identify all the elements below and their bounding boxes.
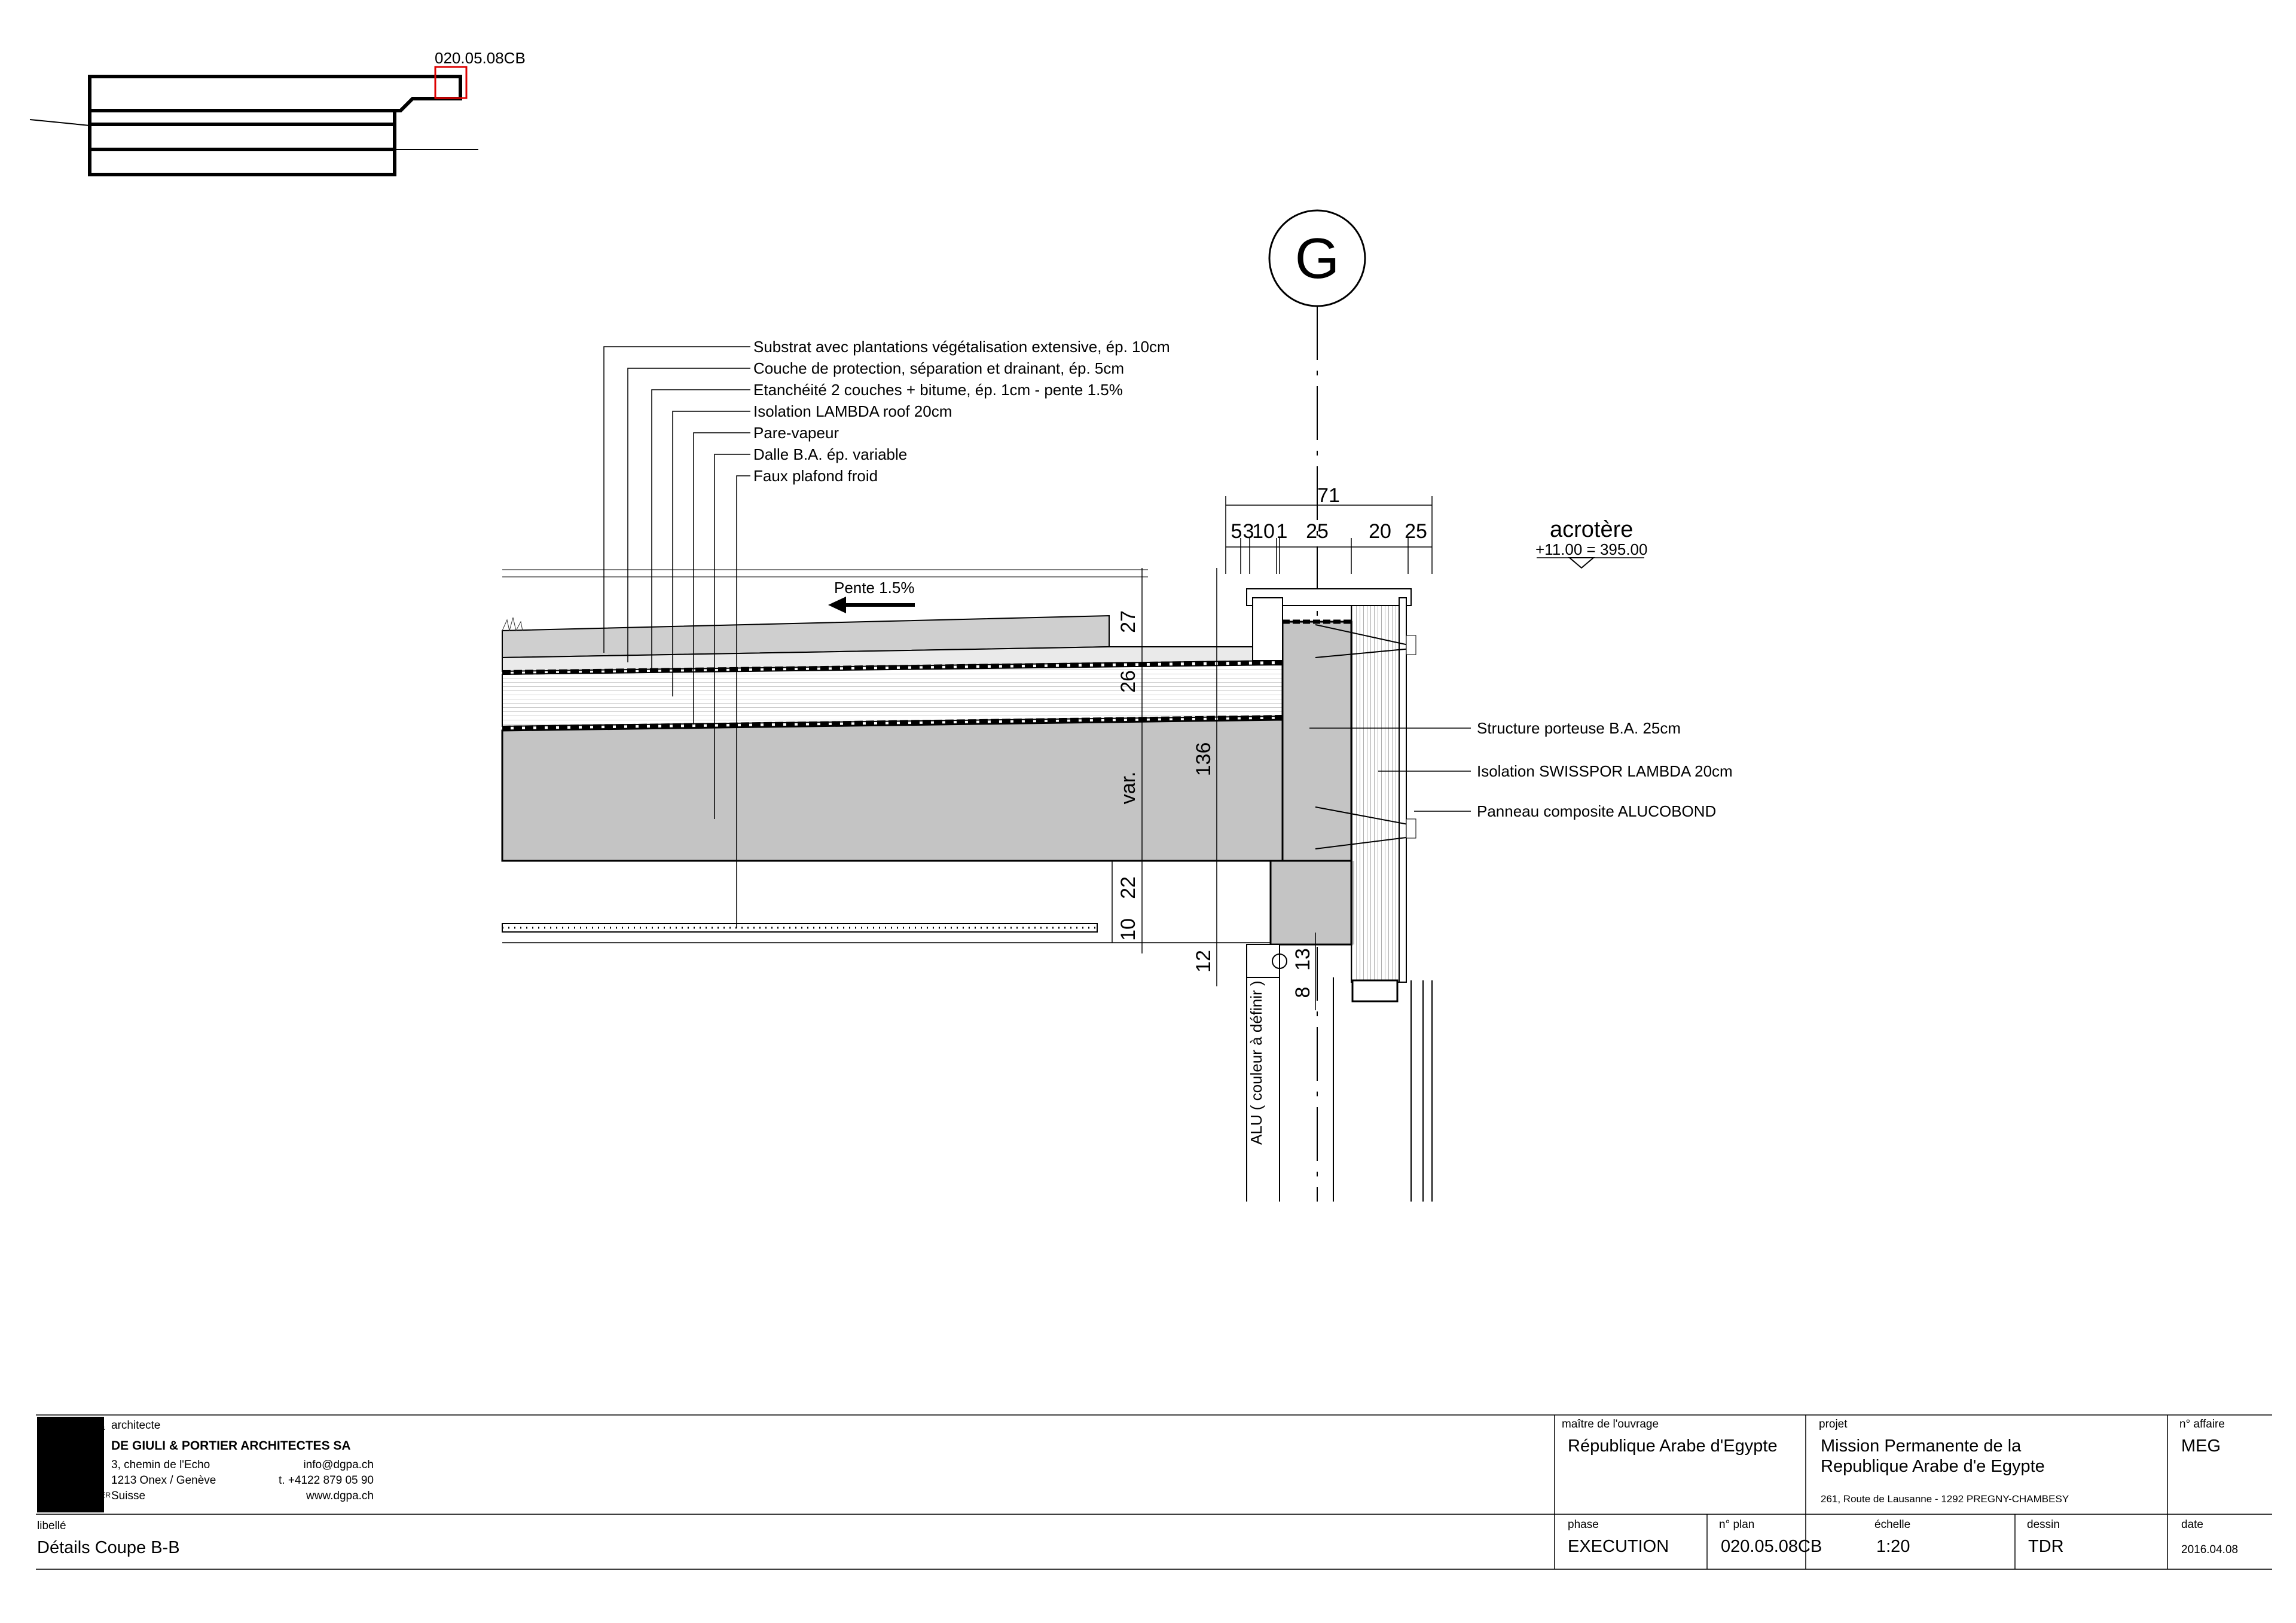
logo-small: dGPa xyxy=(79,1421,105,1432)
phase-label: phase xyxy=(1568,1518,1599,1531)
dimension-texts-vertical: 27 26 var. 22 10 136 12 13 8 xyxy=(1117,610,1314,998)
phase-value: EXECUTION xyxy=(1568,1537,1669,1556)
scale-value: 1:20 xyxy=(1876,1537,1910,1556)
owner-label: maître de l'ouvrage xyxy=(1562,1418,1659,1431)
insulation-label: Isolation SWISSPOR LAMBDA 20cm xyxy=(1477,762,1733,780)
layer-callouts-right: Structure porteuse B.A. 25cm Isolation S… xyxy=(1309,719,1733,820)
dim-v-c: var. xyxy=(1117,772,1140,805)
alu-note: ALU ( couleur à définir ) xyxy=(1247,980,1265,1145)
axis-marker: G xyxy=(1268,209,1366,1202)
dim-1: 5 xyxy=(1231,520,1242,543)
firm-name: DE GIULI & PORTIER ARCHITECTES SA xyxy=(111,1439,351,1453)
firm-phone: t. +4122 879 05 90 xyxy=(279,1474,374,1487)
layer-label-6: Dalle B.A. ép. variable xyxy=(753,445,907,463)
panel-label: Panneau composite ALUCOBOND xyxy=(1477,802,1716,820)
drawn-value: TDR xyxy=(2028,1537,2064,1556)
dim-5: 25 xyxy=(1306,520,1329,543)
project-line-2: Republique Arabe d'e Egypte xyxy=(1821,1457,2045,1476)
drawn-label: dessin xyxy=(2027,1518,2060,1531)
dim-v-d: 22 xyxy=(1117,876,1140,899)
plan-label: n° plan xyxy=(1719,1518,1754,1531)
firm-logo xyxy=(37,1417,104,1512)
roof-section xyxy=(501,569,1433,1202)
key-plan-marker xyxy=(434,66,468,99)
layer-label-4: Isolation LAMBDA roof 20cm xyxy=(753,402,952,420)
owner-value: République Arabe d'Egypte xyxy=(1568,1436,1778,1456)
logo-caption-1: DE GIULI & PORTIER xyxy=(39,1491,111,1499)
layer-label-1: Substrat avec plantations végétalisation… xyxy=(753,338,1170,356)
logo-caption-2: ARCHITECTES SA xyxy=(39,1500,102,1508)
logo-ampersand: & xyxy=(39,1407,99,1508)
dim-4: 1 xyxy=(1277,520,1288,543)
acrotere-level: acrotère +11.00 = 395.00 xyxy=(1535,517,1647,569)
layer-label-2: Couche de protection, séparation et drai… xyxy=(753,359,1124,377)
layer-label-7: Faux plafond froid xyxy=(753,467,878,485)
firm-address-3: Suisse xyxy=(111,1490,145,1502)
architect-label: architecte xyxy=(111,1419,160,1432)
dimensions-top xyxy=(1225,496,1433,574)
key-plan: 020.05.08CB xyxy=(29,49,526,176)
dim-v-b: 26 xyxy=(1117,670,1140,693)
scale-label: échelle xyxy=(1874,1518,1910,1531)
firm-address-2: 1213 Onex / Genève xyxy=(111,1474,216,1487)
title-block xyxy=(36,1414,2272,1570)
date-label: date xyxy=(2181,1518,2203,1531)
affaire-label: n° affaire xyxy=(2179,1418,2225,1431)
affaire-value: MEG xyxy=(2181,1436,2221,1456)
firm-email: info@dgpa.ch xyxy=(303,1459,374,1471)
dim-v-i: 8 xyxy=(1292,987,1314,998)
project-label: projet xyxy=(1819,1418,1848,1431)
slope-indicator: Pente 1.5% xyxy=(828,579,915,613)
libelle-label: libellé xyxy=(37,1520,66,1532)
dim-3: 10 xyxy=(1252,520,1275,543)
dimensions-vertical xyxy=(1141,568,1316,1010)
key-plan-ref: 020.05.08CB xyxy=(435,49,526,67)
dim-v-g: 12 xyxy=(1192,950,1215,973)
dim-total: 71 xyxy=(1317,484,1340,507)
dim-v-e: 10 xyxy=(1117,918,1140,941)
acrotere-title: acrotère xyxy=(1550,517,1633,542)
acrotere-value: +11.00 = 395.00 xyxy=(1535,540,1647,558)
structure-label: Structure porteuse B.A. 25cm xyxy=(1477,719,1681,737)
firm-address-1: 3, chemin de l'Echo xyxy=(111,1459,210,1471)
layer-label-5: Pare-vapeur xyxy=(753,424,839,442)
slope-label: Pente 1.5% xyxy=(834,579,914,597)
firm-web: www.dgpa.ch xyxy=(306,1490,374,1502)
date-value: 2016.04.08 xyxy=(2181,1543,2238,1556)
dim-7: 25 xyxy=(1405,520,1427,543)
dimension-texts-top: 71 5 3 10 1 25 20 25 xyxy=(1231,484,1427,543)
dim-v-f: 136 xyxy=(1192,742,1215,777)
project-line-1: Mission Permanente de la xyxy=(1821,1436,2022,1456)
dim-v-h: 13 xyxy=(1292,948,1314,971)
libelle-value: Détails Coupe B-B xyxy=(37,1538,180,1557)
layer-label-3: Etanchéité 2 couches + bitume, ép. 1cm -… xyxy=(753,381,1123,399)
axis-label: G xyxy=(1295,227,1340,291)
project-address: 261, Route de Lausanne - 1292 PREGNY-CHA… xyxy=(1821,1493,2069,1505)
dim-6: 20 xyxy=(1369,520,1391,543)
plan-value: 020.05.08CB xyxy=(1721,1537,1822,1556)
layer-callouts-left: Substrat avec plantations végétalisation… xyxy=(603,338,1170,928)
dim-v-a: 27 xyxy=(1117,610,1140,633)
dim-2: 3 xyxy=(1243,520,1254,543)
